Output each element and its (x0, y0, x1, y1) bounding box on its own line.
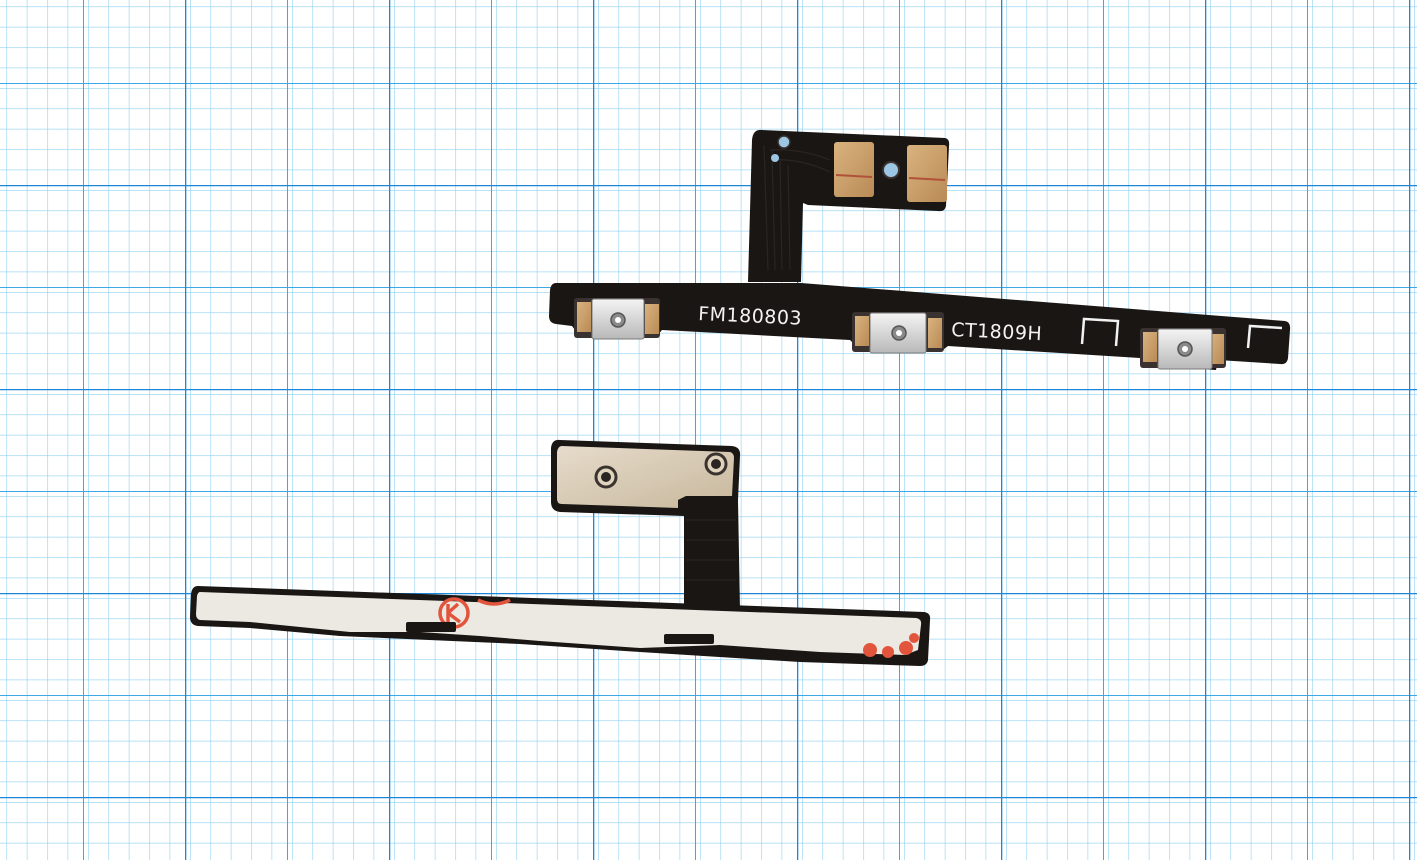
silkscreen-bracket (1080, 317, 1120, 347)
mount-hole (882, 161, 900, 179)
neck-texture (686, 519, 736, 581)
lower-cable-neck (684, 500, 740, 610)
button-switch-3 (1140, 328, 1226, 370)
copper-pad (907, 145, 947, 202)
adhesive-tape (196, 592, 922, 655)
button-nub (406, 622, 456, 632)
pcb-marking-fm: FM180803 (698, 303, 803, 330)
button-switch-1 (574, 298, 660, 340)
copper-pad (834, 142, 874, 197)
lower-flex-cable (190, 439, 931, 666)
button-switch-2 (852, 312, 944, 354)
button-nub (664, 634, 714, 644)
mount-hole (771, 154, 779, 162)
silkscreen-corner (1246, 324, 1283, 349)
pcb-marking-ct: CT1809H (951, 319, 1043, 345)
upper-flex-cable: FM180803 CT1809H (549, 129, 1291, 370)
mount-hole (777, 135, 791, 149)
red-stamp (863, 633, 919, 658)
